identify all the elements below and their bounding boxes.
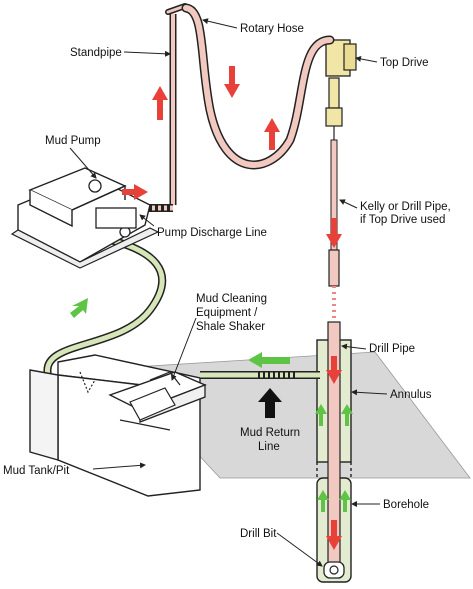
drill-pipe-label: Drill Pipe	[369, 343, 415, 355]
drillpipe-down-arrow	[326, 356, 342, 384]
kelly-down-arrow	[326, 218, 342, 248]
return-line-arrow	[258, 388, 282, 418]
rotary-hose	[181, 3, 335, 170]
standpipe	[165, 3, 188, 205]
mud-tank-label: Mud Tank/Pit	[3, 465, 70, 477]
drill-bit-label: Drill Bit	[240, 528, 277, 540]
mud-pump	[10, 167, 160, 269]
down-flow-arrows	[122, 66, 342, 550]
borehole-up-arrow-1	[317, 490, 329, 512]
shale-shaker	[108, 371, 207, 423]
cleaning-label-line1: Mud Cleaning	[196, 293, 267, 305]
mud-pump-label: Mud Pump	[45, 135, 101, 147]
discharge-right-arrow	[122, 184, 148, 200]
drill-bit	[323, 561, 345, 579]
hose-down-arrow	[224, 66, 240, 98]
drill-string	[327, 139, 341, 575]
pump-discharge-label: Pump Discharge Line	[157, 227, 267, 239]
return-flow-arrows	[70, 298, 353, 512]
kelly-label-line2: if Top Drive used	[360, 214, 445, 226]
return-line-label-2: Line	[258, 441, 280, 453]
annulus-label: Annulus	[390, 389, 432, 401]
return-line-label-1: Mud Return	[240, 427, 300, 439]
standpipe-up-arrow	[152, 86, 168, 120]
hose-up-arrow	[264, 118, 280, 150]
rotary-hose-label: Rotary Hose	[240, 23, 304, 35]
borehole-label: Borehole	[383, 499, 429, 511]
suction-arrow	[70, 298, 88, 318]
standpipe-label: Standpipe	[70, 47, 122, 59]
annulus-up-arrow-2	[341, 404, 353, 426]
leader-lines	[69, 18, 388, 567]
bit-down-arrow	[326, 520, 342, 550]
annulus-up-arrow-1	[315, 404, 327, 426]
top-drive	[325, 39, 357, 140]
borehole-up-arrow-2	[339, 490, 351, 512]
cleaning-label-line2: Equipment /	[196, 307, 258, 319]
kelly-label-line1: Kelly or Drill Pipe,	[360, 201, 451, 213]
suction-line	[43, 236, 167, 379]
return-left-arrow	[248, 352, 290, 368]
cleaning-label-line3: Shale Shaker	[196, 321, 265, 333]
top-drive-label: Top Drive	[380, 57, 429, 69]
